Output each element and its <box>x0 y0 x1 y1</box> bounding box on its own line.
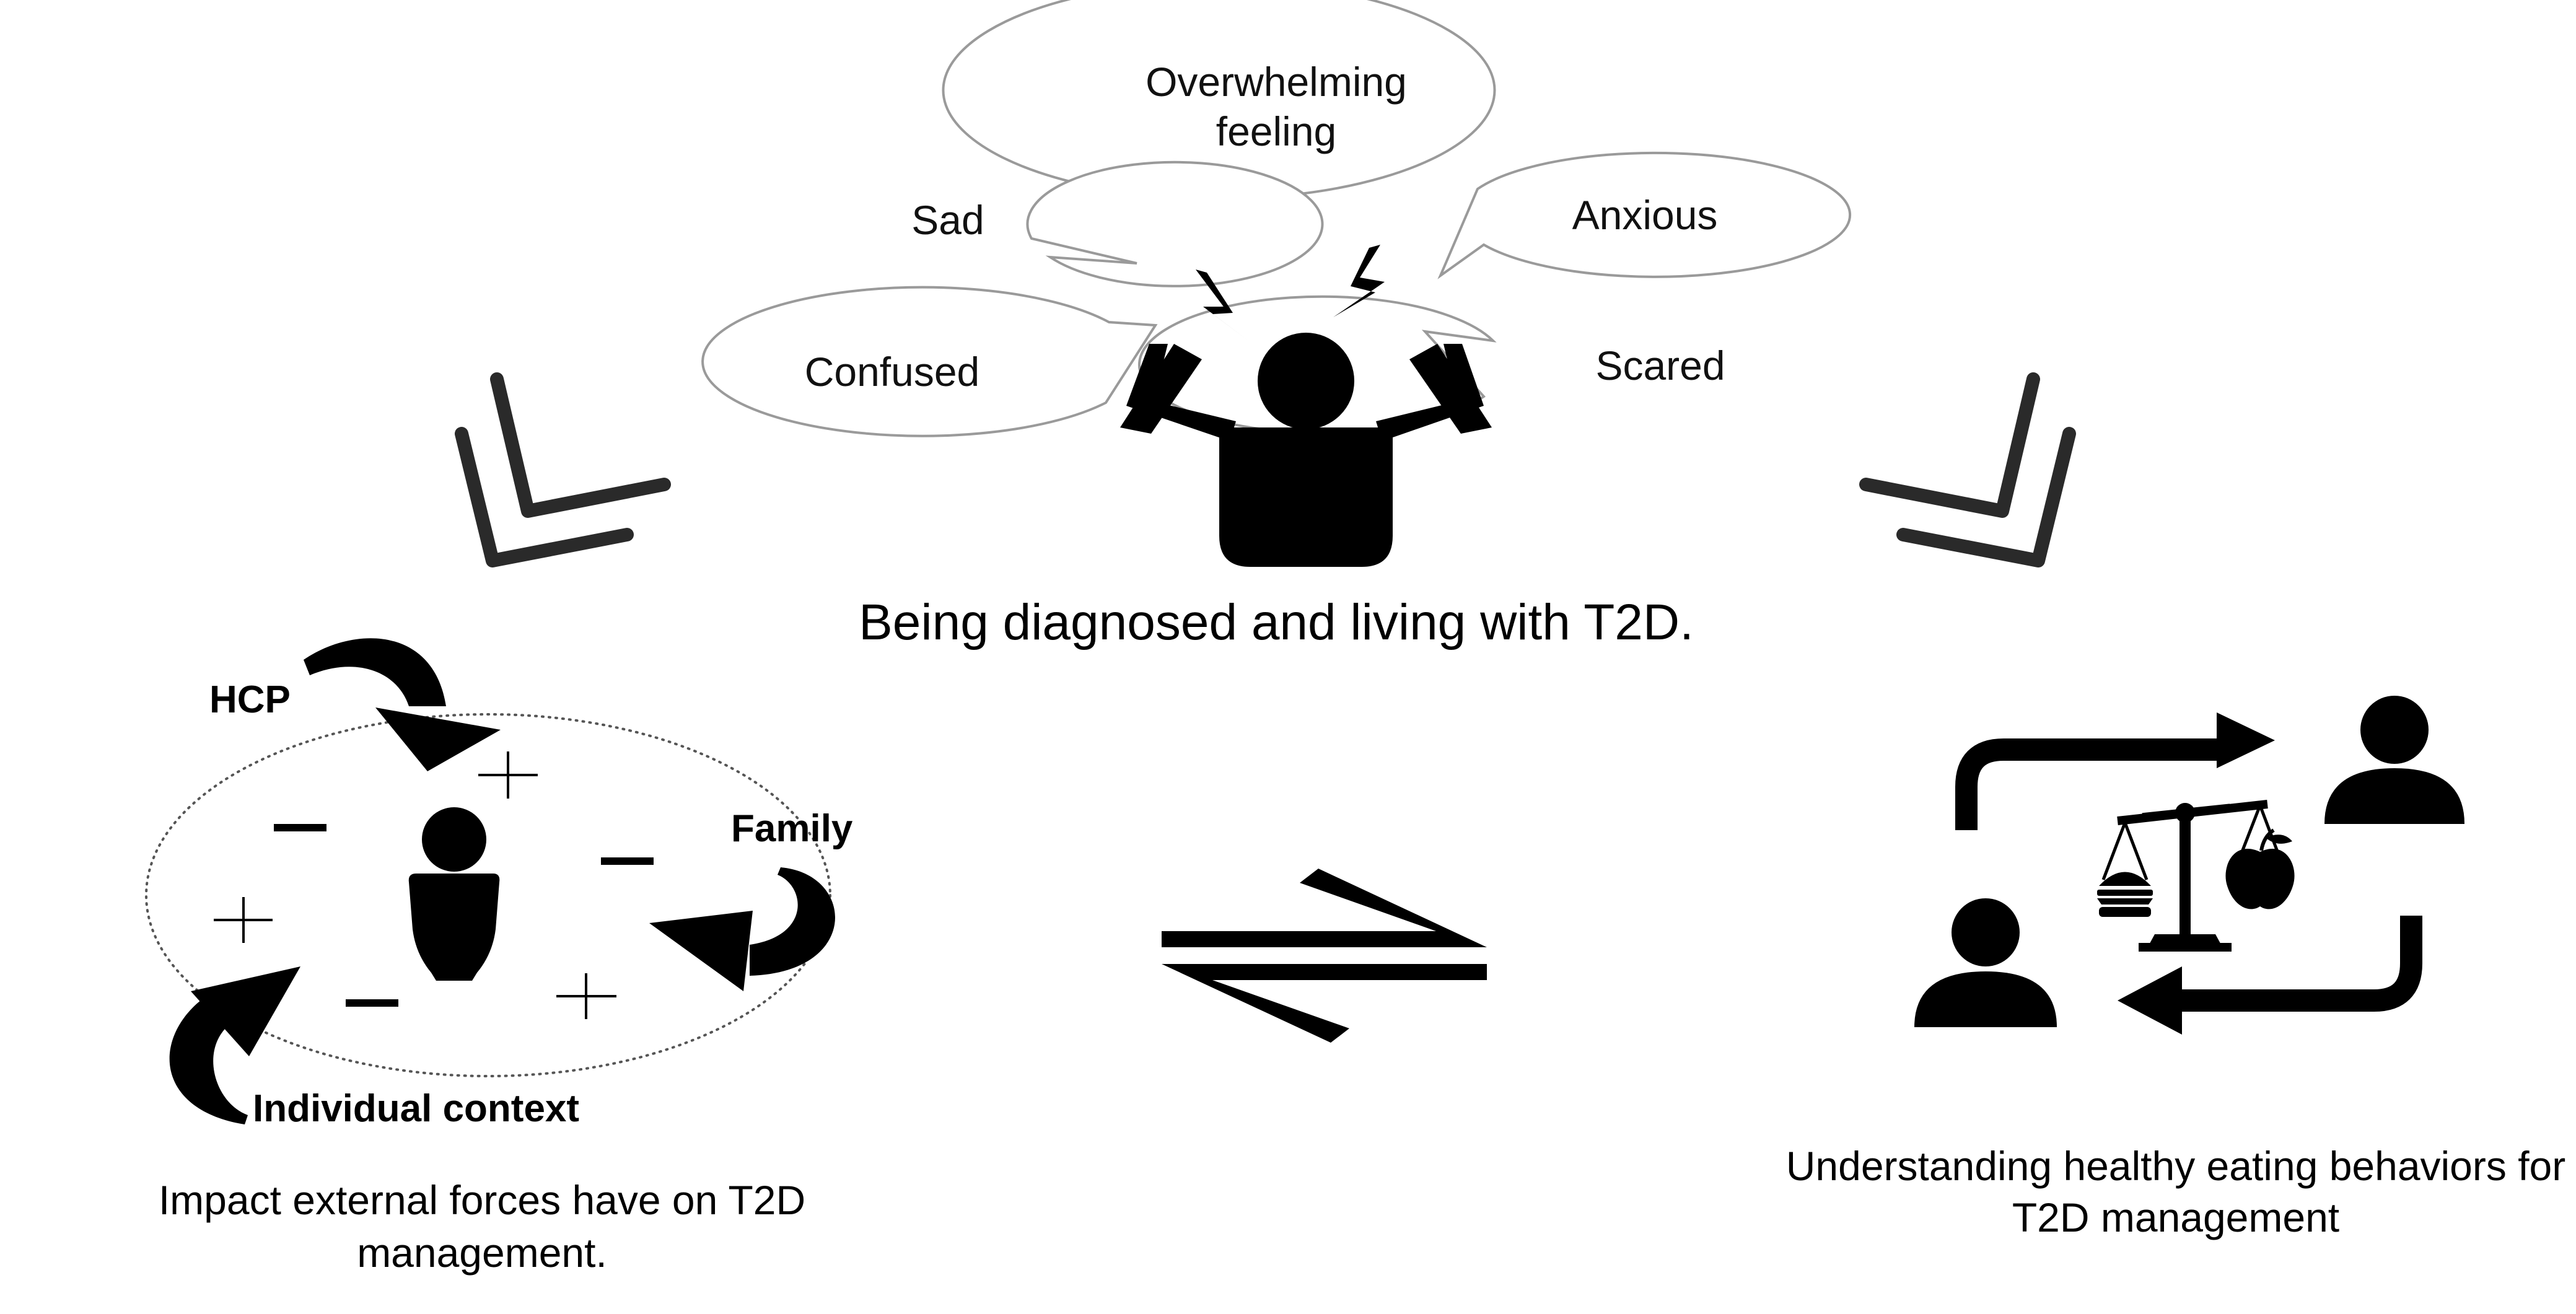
burger-icon <box>2097 872 2153 917</box>
right-caption-line2: T2D management <box>2012 1194 2339 1240</box>
balance-scale-icon <box>2101 800 2282 952</box>
left-caption-line1: Impact external forces have on T2D <box>159 1177 805 1223</box>
family-label: Family <box>731 807 853 850</box>
external-forces-panel: HCP Family Individual context Impact ext… <box>145 638 853 1276</box>
chevron-left-icon <box>455 372 671 567</box>
speech-bubble-overwhelming: Overwhelming feeling <box>942 0 1496 234</box>
lightning-bolt-right-icon <box>1333 245 1385 317</box>
bidirectional-arrows-icon <box>1162 869 1487 1043</box>
hcp-label: HCP <box>209 678 291 721</box>
speech-bubble-anxious: Anxious <box>1437 151 1852 279</box>
emotion-scared: Scared <box>1595 343 1725 388</box>
speech-bubble-sad: Sad <box>911 160 1324 287</box>
person-bottom-left-icon <box>1914 898 2057 1027</box>
hcp-curved-arrow-icon <box>304 638 501 771</box>
emotion-sad: Sad <box>911 197 984 243</box>
family-curved-arrow-icon <box>649 867 836 991</box>
speech-bubble-confused: Confused <box>701 286 1158 437</box>
individual-context-label: Individual context <box>253 1087 579 1130</box>
loop-arrow-top-icon <box>1955 738 2224 830</box>
chevron-right-icon <box>1859 372 2076 567</box>
emotion-confused: Confused <box>805 349 980 395</box>
individual-curved-arrow-icon <box>169 966 300 1124</box>
person-top-right-icon <box>2324 696 2464 824</box>
emotion-overwhelming-line1: Overwhelming <box>1146 59 1407 105</box>
minus-sign-3 <box>346 999 398 1007</box>
individual-person-icon <box>408 807 500 981</box>
emotion-overwhelming-line2: feeling <box>1216 108 1337 154</box>
minus-sign-2 <box>601 857 654 865</box>
plus-sign-2 <box>214 897 273 943</box>
right-caption-line1: Understanding healthy eating behaviors f… <box>1786 1143 2565 1189</box>
stressed-person-icon <box>1120 333 1492 567</box>
minus-sign-1 <box>274 824 326 831</box>
loop-arrow-bottom-icon <box>2173 916 2422 1012</box>
left-caption-line2: management. <box>357 1230 607 1276</box>
center-caption: Being diagnosed and living with T2D. <box>859 594 1694 650</box>
context-boundary <box>145 713 831 1077</box>
apple-icon <box>2225 828 2295 909</box>
emotion-anxious: Anxious <box>1572 192 1718 238</box>
plus-sign-3 <box>556 973 616 1019</box>
healthy-eating-panel: Understanding healthy eating behaviors f… <box>1786 696 2565 1240</box>
plus-sign-1 <box>478 751 538 799</box>
